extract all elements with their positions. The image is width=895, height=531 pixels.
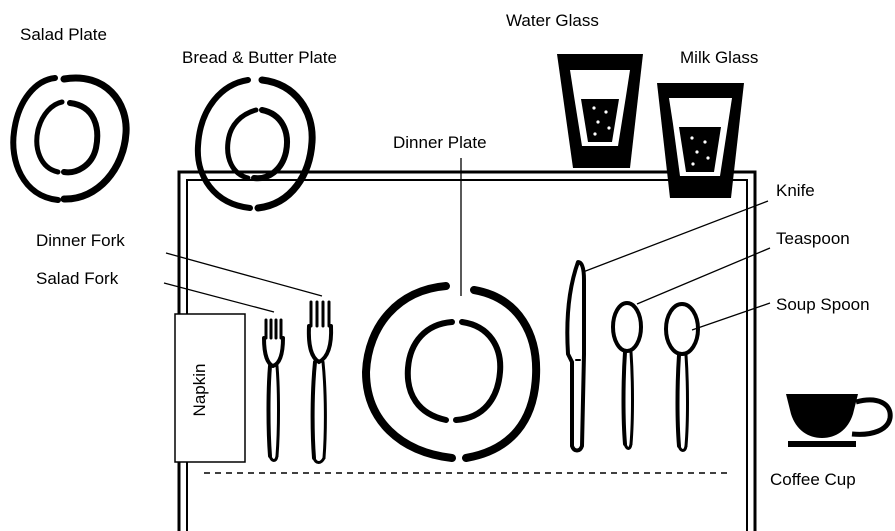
coffee-cup-label: Coffee Cup bbox=[770, 470, 856, 489]
water-glass-label: Water Glass bbox=[506, 11, 599, 30]
milk-glass-label: Milk Glass bbox=[680, 48, 758, 67]
soup-spoon-label: Soup Spoon bbox=[776, 295, 870, 314]
teaspoon-icon bbox=[613, 303, 641, 449]
knife-pointer bbox=[583, 201, 768, 272]
coffee-cup-icon bbox=[786, 394, 890, 447]
dinner-fork-label: Dinner Fork bbox=[36, 231, 125, 250]
bread-butter-plate-label: Bread & Butter Plate bbox=[182, 48, 337, 67]
dinner-plate-icon bbox=[366, 286, 536, 458]
dinner-plate-label: Dinner Plate bbox=[393, 133, 487, 152]
knife-icon bbox=[567, 262, 584, 451]
napkin-label: Napkin bbox=[190, 364, 209, 417]
napkin: Napkin bbox=[175, 314, 245, 462]
soup-spoon-icon bbox=[666, 304, 698, 451]
soup-spoon-pointer bbox=[692, 303, 770, 330]
bread-butter-plate-icon bbox=[198, 80, 312, 208]
salad-plate-label: Salad Plate bbox=[20, 25, 107, 44]
dinner-fork-icon bbox=[309, 302, 331, 463]
milk-glass-icon bbox=[657, 83, 744, 198]
teaspoon-label: Teaspoon bbox=[776, 229, 850, 248]
salad-fork-icon bbox=[264, 320, 283, 461]
knife-label: Knife bbox=[776, 181, 815, 200]
salad-plate-icon bbox=[13, 78, 126, 200]
salad-fork-label: Salad Fork bbox=[36, 269, 119, 288]
water-glass-icon bbox=[557, 54, 643, 168]
teaspoon-pointer bbox=[637, 248, 770, 304]
